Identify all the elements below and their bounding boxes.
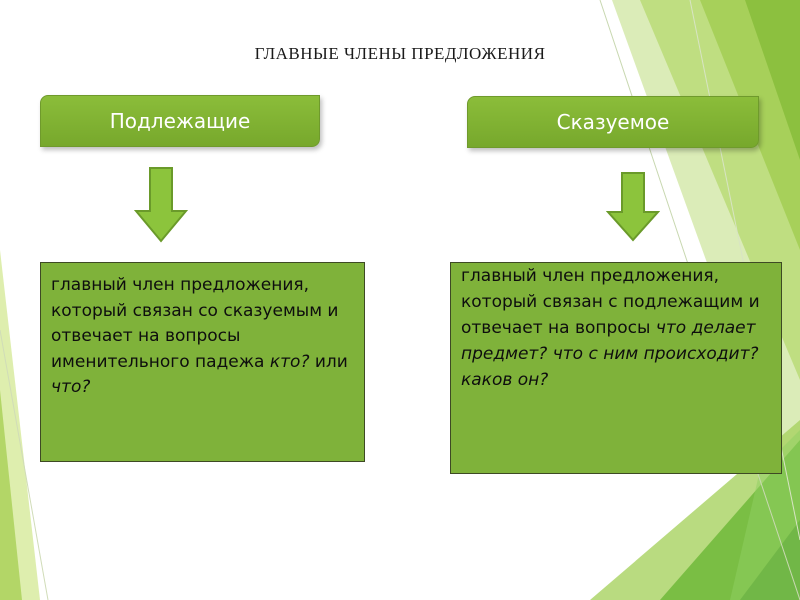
down-arrow-icon — [134, 167, 188, 243]
subject-definition-box: главный член предложения, который связан… — [40, 262, 365, 462]
heading-predicate-box: Сказуемое — [467, 96, 759, 148]
conjunction-or: или — [309, 351, 348, 372]
page-title: ГЛАВНЫЕ ЧЛЕНЫ ПРЕДЛОЖЕНИЯ — [254, 44, 546, 63]
question-what: что? — [51, 377, 91, 397]
heading-subject-label: Подлежащие — [109, 109, 251, 133]
predicate-definition-text: главный член предложения, который связан… — [461, 266, 760, 338]
question-who: кто? — [269, 351, 310, 372]
predicate-questions: что делает предмет? что с ним происходит… — [461, 318, 759, 390]
subject-definition-text: главный член предложения, который связан… — [51, 275, 339, 372]
heading-subject-box: Подлежащие — [40, 95, 320, 147]
predicate-definition-box: главный член предложения, который связан… — [450, 262, 782, 474]
down-arrow-icon — [606, 172, 660, 242]
heading-predicate-label: Сказуемое — [556, 110, 670, 134]
